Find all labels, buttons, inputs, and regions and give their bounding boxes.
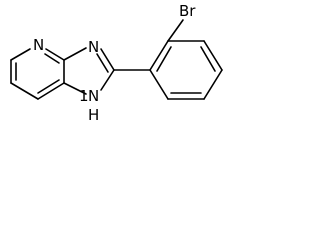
bond-ph-1 [149, 40, 169, 71]
bond-ph-1-inner [156, 46, 172, 72]
bond-ph-3-inner [200, 46, 216, 72]
bond-ph-6 [149, 69, 169, 100]
bond-pyr-6 [45, 48, 65, 61]
bond-ph-br [167, 19, 184, 42]
atom-nh-locant: 1 [79, 87, 89, 105]
bond-pyr-6-inner [44, 53, 60, 64]
bond-imid-4 [63, 82, 87, 95]
imidazole-ring [63, 47, 115, 95]
pyridine-ring [10, 48, 65, 100]
bond-ph-4 [203, 69, 223, 100]
bond-pyr-4-inner [37, 79, 60, 94]
bond-imid-2 [100, 48, 115, 71]
atom-bromine: Br [179, 2, 196, 20]
bond-imid-3 [100, 69, 115, 91]
atom-pyridine-n: N [33, 36, 44, 54]
phenyl-ring [149, 40, 223, 100]
atom-imidazole-n: N [88, 38, 99, 56]
atom-nh-h: H [88, 106, 99, 124]
bond-imid-2-inner [96, 53, 109, 73]
bond-pyr-3 [10, 82, 39, 100]
atom-imidazole-nh-n: N [88, 87, 99, 105]
bond-pyr-1 [10, 48, 31, 61]
chemical-structure-diagram: N N N 1 H Br [10, 2, 223, 124]
bond-ph-3 [203, 40, 223, 71]
bond-pyr-4 [37, 82, 65, 100]
bond-imid-1 [63, 47, 87, 61]
